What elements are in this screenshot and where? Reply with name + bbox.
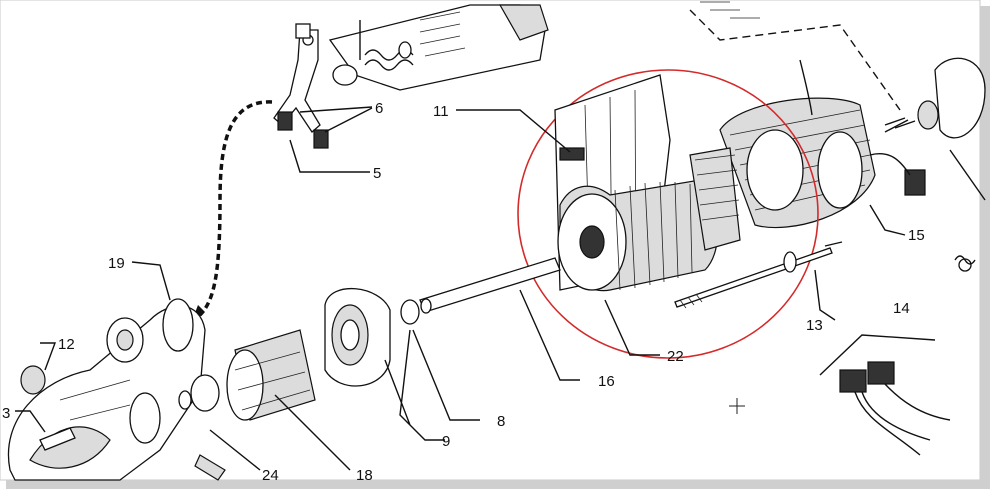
brush-set [819, 334, 951, 456]
callout-12: 12 [58, 336, 75, 353]
crosshair-cursor-icon [729, 398, 745, 414]
callout-labels: 3 5 6 8 9 11 12 13 14 15 16 18 19 22 24 [2, 100, 925, 484]
pinion-gear [178, 329, 316, 421]
end-plate-bearing [324, 287, 420, 387]
callout-15: 15 [908, 227, 925, 244]
callout-5: 5 [373, 165, 381, 182]
callout-22: 22 [667, 348, 684, 365]
leader-lines [15, 106, 906, 471]
callout-16: 16 [598, 373, 615, 390]
screw-24 [194, 454, 226, 481]
armature-assembly [419, 74, 843, 314]
field-coil-housing [719, 59, 926, 229]
callout-6: 6 [375, 100, 383, 117]
shift-fork-lever [273, 23, 329, 149]
armature-highlight-circle [517, 69, 819, 359]
stud-bolt [39, 427, 76, 451]
callout-8: 8 [497, 413, 505, 430]
callout-9: 9 [442, 433, 450, 450]
callout-11: 11 [433, 103, 449, 120]
assembly-path-arrow [198, 100, 273, 317]
bushing-12 [20, 365, 46, 395]
callout-13: 13 [806, 317, 823, 334]
page-shadow-right [980, 6, 990, 486]
page-shadow-bottom [6, 480, 990, 489]
seal-ring [162, 298, 194, 352]
callout-3: 3 [2, 405, 10, 422]
top-right-detail [689, 1, 986, 272]
callout-14: 14 [893, 300, 910, 317]
callout-18: 18 [356, 467, 373, 484]
callout-19: 19 [108, 255, 125, 272]
callout-24: 24 [262, 467, 279, 484]
solenoid-plunger-assembly [328, 4, 549, 91]
double-arrow-icon [884, 119, 909, 133]
